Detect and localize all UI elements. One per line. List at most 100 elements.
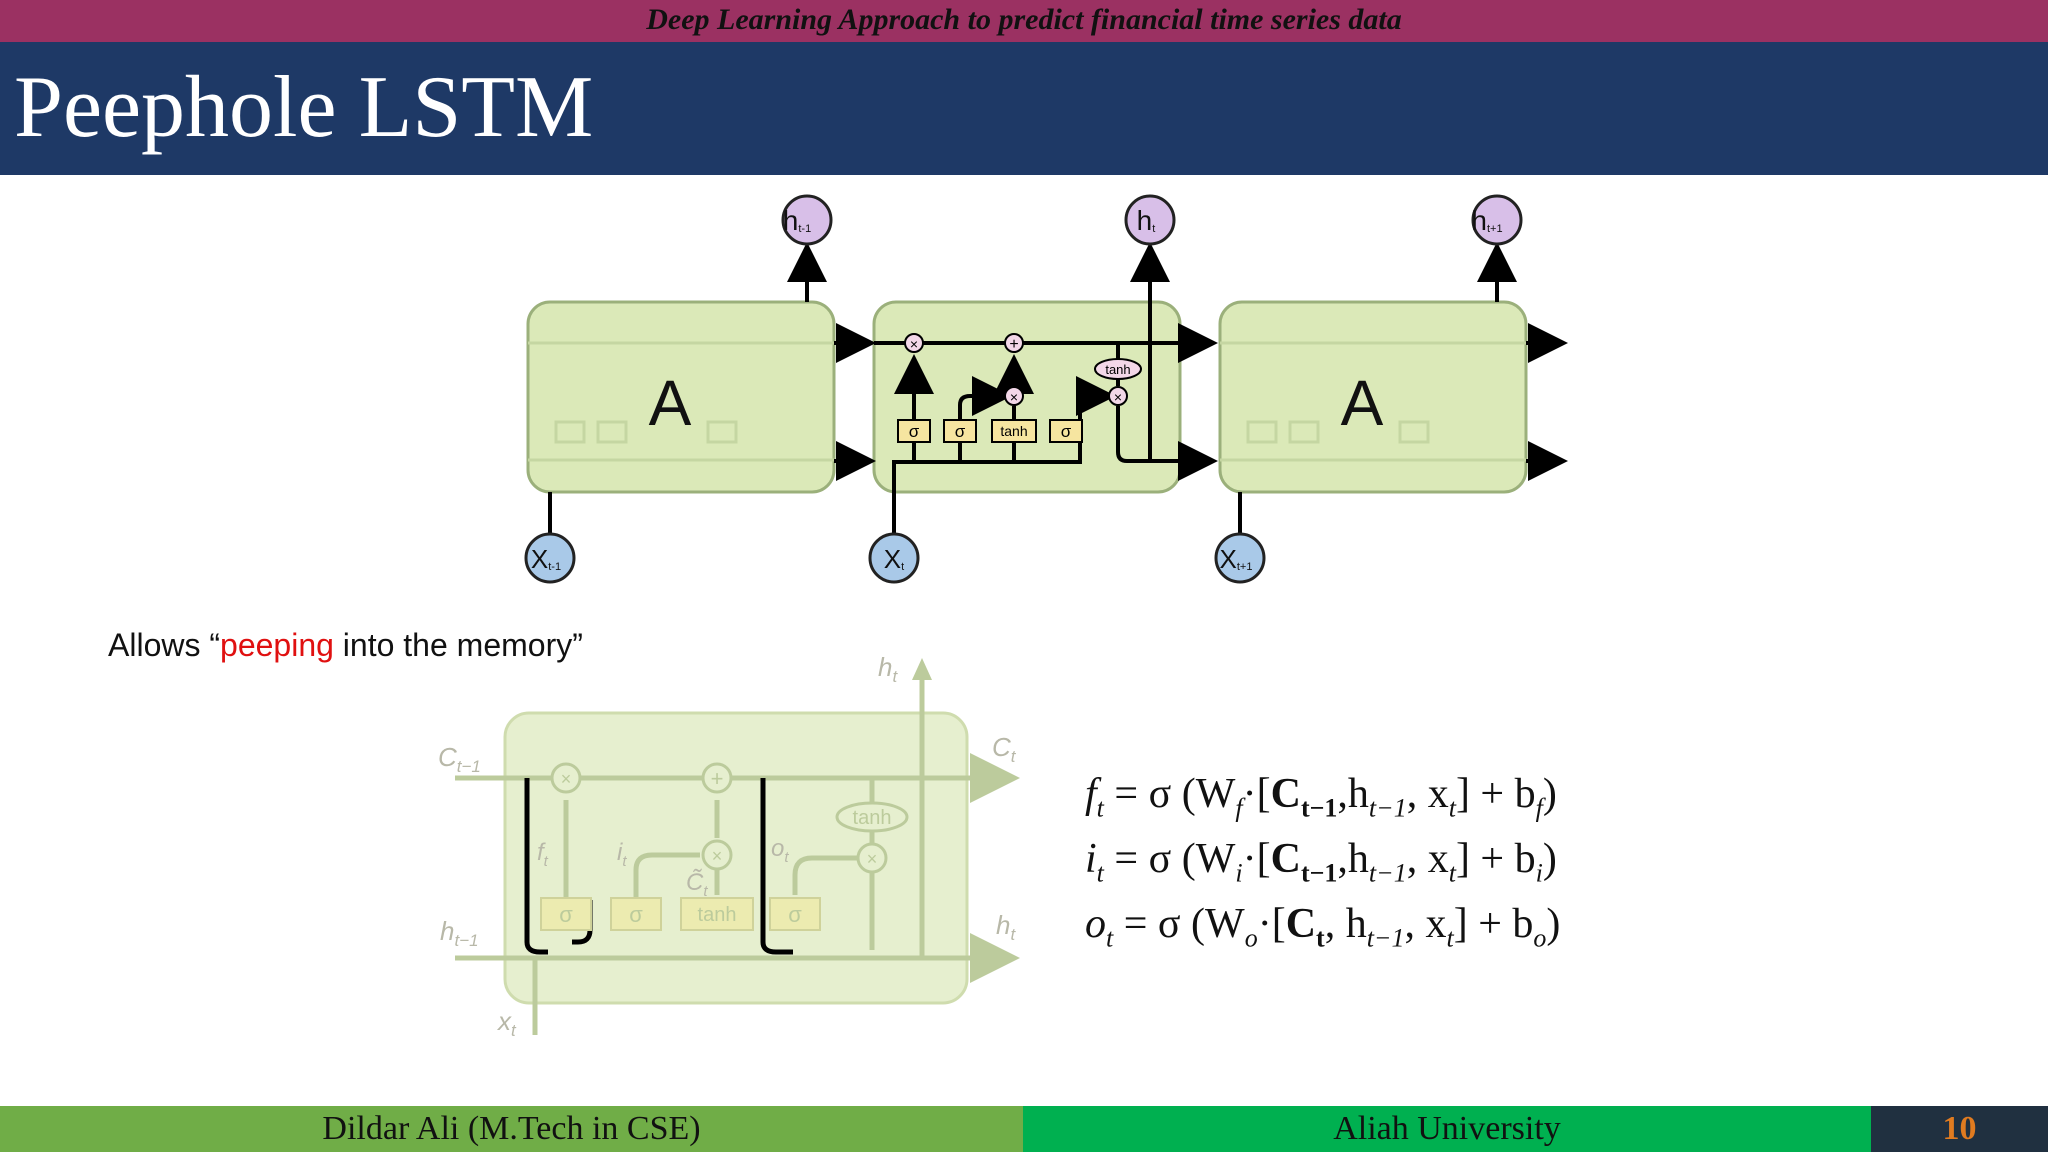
equation-line: ft = σ (Wf·[Ct−1,ht−1, xt] + bf) [1085,770,1557,823]
peephole-gate-sigma-1: σ [559,902,573,927]
op-multiply-3: × [1114,389,1122,405]
peephole-gate-tanh: tanh [698,904,737,926]
peephole-cell-flows [455,670,1020,1035]
equation-part: o [1533,923,1547,953]
middle-cell-flows [874,242,1218,535]
cell-right-label: A [1341,367,1384,439]
label-c-prev: Ct−1 [438,742,481,776]
equation-part: f [1535,793,1543,823]
equation-part: = σ (W [1113,901,1245,947]
equation-part: t [1096,793,1104,823]
input-nodes: Xt-1 Xt Xt+1 [524,532,1266,584]
equation-part: ] + b [1455,836,1536,882]
output-nodes: ht-1 ht ht+1 [781,194,1523,246]
peephole-cell-diagram: σ σ tanh σ × + × × tanh Ct−1 Ct ht−1 ht … [438,652,1020,1040]
gate-sigma-3: σ [1061,422,1072,441]
chain-arrows [548,242,1568,535]
input-x-1: Xt-1 [531,544,561,574]
gate-sigma-1: σ [909,422,920,441]
equation-part: t [1106,923,1114,953]
caption-text: Allows “peeping into the memory” [108,627,583,663]
cell-right-faded-internals [1220,341,1526,462]
equation-part: , x [1404,901,1447,947]
peephole-tanh-label: tanh [853,807,892,829]
page-number: 10 [1871,1106,2048,1152]
op-multiply-2: × [1010,389,1018,405]
gate-sigma-2: σ [955,422,966,441]
cell-left [526,300,836,494]
label-h-prev: ht−1 [440,916,479,950]
cell-left-faded-internals [528,341,834,462]
equation-part: ) [1542,836,1557,882]
equation-part: = σ (W [1103,836,1236,882]
footer-university: Aliah University [1023,1106,1871,1152]
equation-part: , h [1324,901,1367,947]
equation-part: ,h [1337,836,1369,882]
slide-title: Peephole LSTM [14,59,594,156]
label-c-tilde: C̃t [686,869,708,900]
equation-part: i [1085,836,1097,882]
equation-part: ·[ [1242,836,1271,882]
equation-part: ] + b [1455,771,1536,817]
equation-part: o [1085,901,1106,947]
peephole-gate-sigma-3: σ [788,902,802,927]
equation-part: ) [1542,771,1557,817]
peephole-op-multiply-3: × [867,849,878,869]
label-i: it [617,839,627,870]
equation-part: t−1 [1366,923,1405,953]
equation-part: t−1 [1300,793,1338,823]
caption-highlight: peeping [220,627,334,663]
peephole-gates: σ σ tanh σ × + × × tanh [540,762,909,931]
output-h-1: ht-1 [783,205,811,236]
label-h-cur: ht [996,910,1016,944]
equation-part: C [1270,836,1301,882]
input-x-2: Xt [884,544,904,574]
output-h-2: ht [1137,205,1156,236]
equation-part: , x [1406,771,1449,817]
middle-cell-gates: σ σ tanh σ × + × × tanh [897,333,1142,443]
op-add: + [1009,336,1018,353]
equation-part: C [1270,771,1301,817]
footer-author: Dildar Ali (M.Tech in CSE) [0,1106,1023,1152]
equation-part: t [1096,858,1104,888]
cell-right [1218,300,1528,494]
equation-part: o [1244,923,1258,953]
label-x: xt [496,1006,517,1040]
peephole-op-multiply-1: × [561,769,572,789]
equation-part: ) [1546,901,1561,947]
banner-text: Deep Learning Approach to predict financ… [646,3,1402,36]
equation-part: f [1085,771,1097,817]
peephole-op-multiply-2: × [712,846,723,866]
equation-part: f [1235,793,1243,823]
equation-line: ot = σ (Wo·[Ct, ht−1, xt] + bo) [1085,900,1560,953]
label-c-cur: Ct [992,732,1017,766]
title-bar [0,42,2048,175]
lstm-chain-diagram: A A [524,194,1568,584]
equation-part: t [1448,793,1456,823]
equation-part: i [1535,858,1543,888]
peephole-gate-sigma-2: σ [629,902,643,927]
cell-middle [872,300,1182,494]
equation-part: t−1 [1368,793,1407,823]
gate-tanh: tanh [1000,423,1027,439]
label-o: ot [771,835,789,866]
equation-part: t [1448,858,1456,888]
output-h-3: ht+1 [1471,205,1502,236]
cell-left-label: A [649,367,692,439]
equation-part: ] + b [1453,901,1534,947]
equation-part: t [1446,923,1454,953]
input-x-3: Xt+1 [1220,544,1253,574]
equation-part: C [1285,901,1317,947]
peephole-labels: Ct−1 Ct ht−1 ht ht xt ft it C̃t ot [438,652,1017,1040]
equation-part: i [1235,858,1243,888]
equation-line: it = σ (Wi·[Ct−1,ht−1, xt] + bi) [1085,835,1557,888]
peephole-op-add: + [711,766,724,791]
label-f: ft [537,839,549,870]
equation-part: , x [1406,836,1449,882]
equation-part: = σ (W [1103,771,1236,817]
equation-part: ,h [1337,771,1369,817]
op-multiply-1: × [910,336,918,352]
equation-part: ·[ [1257,901,1286,947]
label-h-top: ht [878,652,898,686]
equation-part: t [1316,923,1325,953]
